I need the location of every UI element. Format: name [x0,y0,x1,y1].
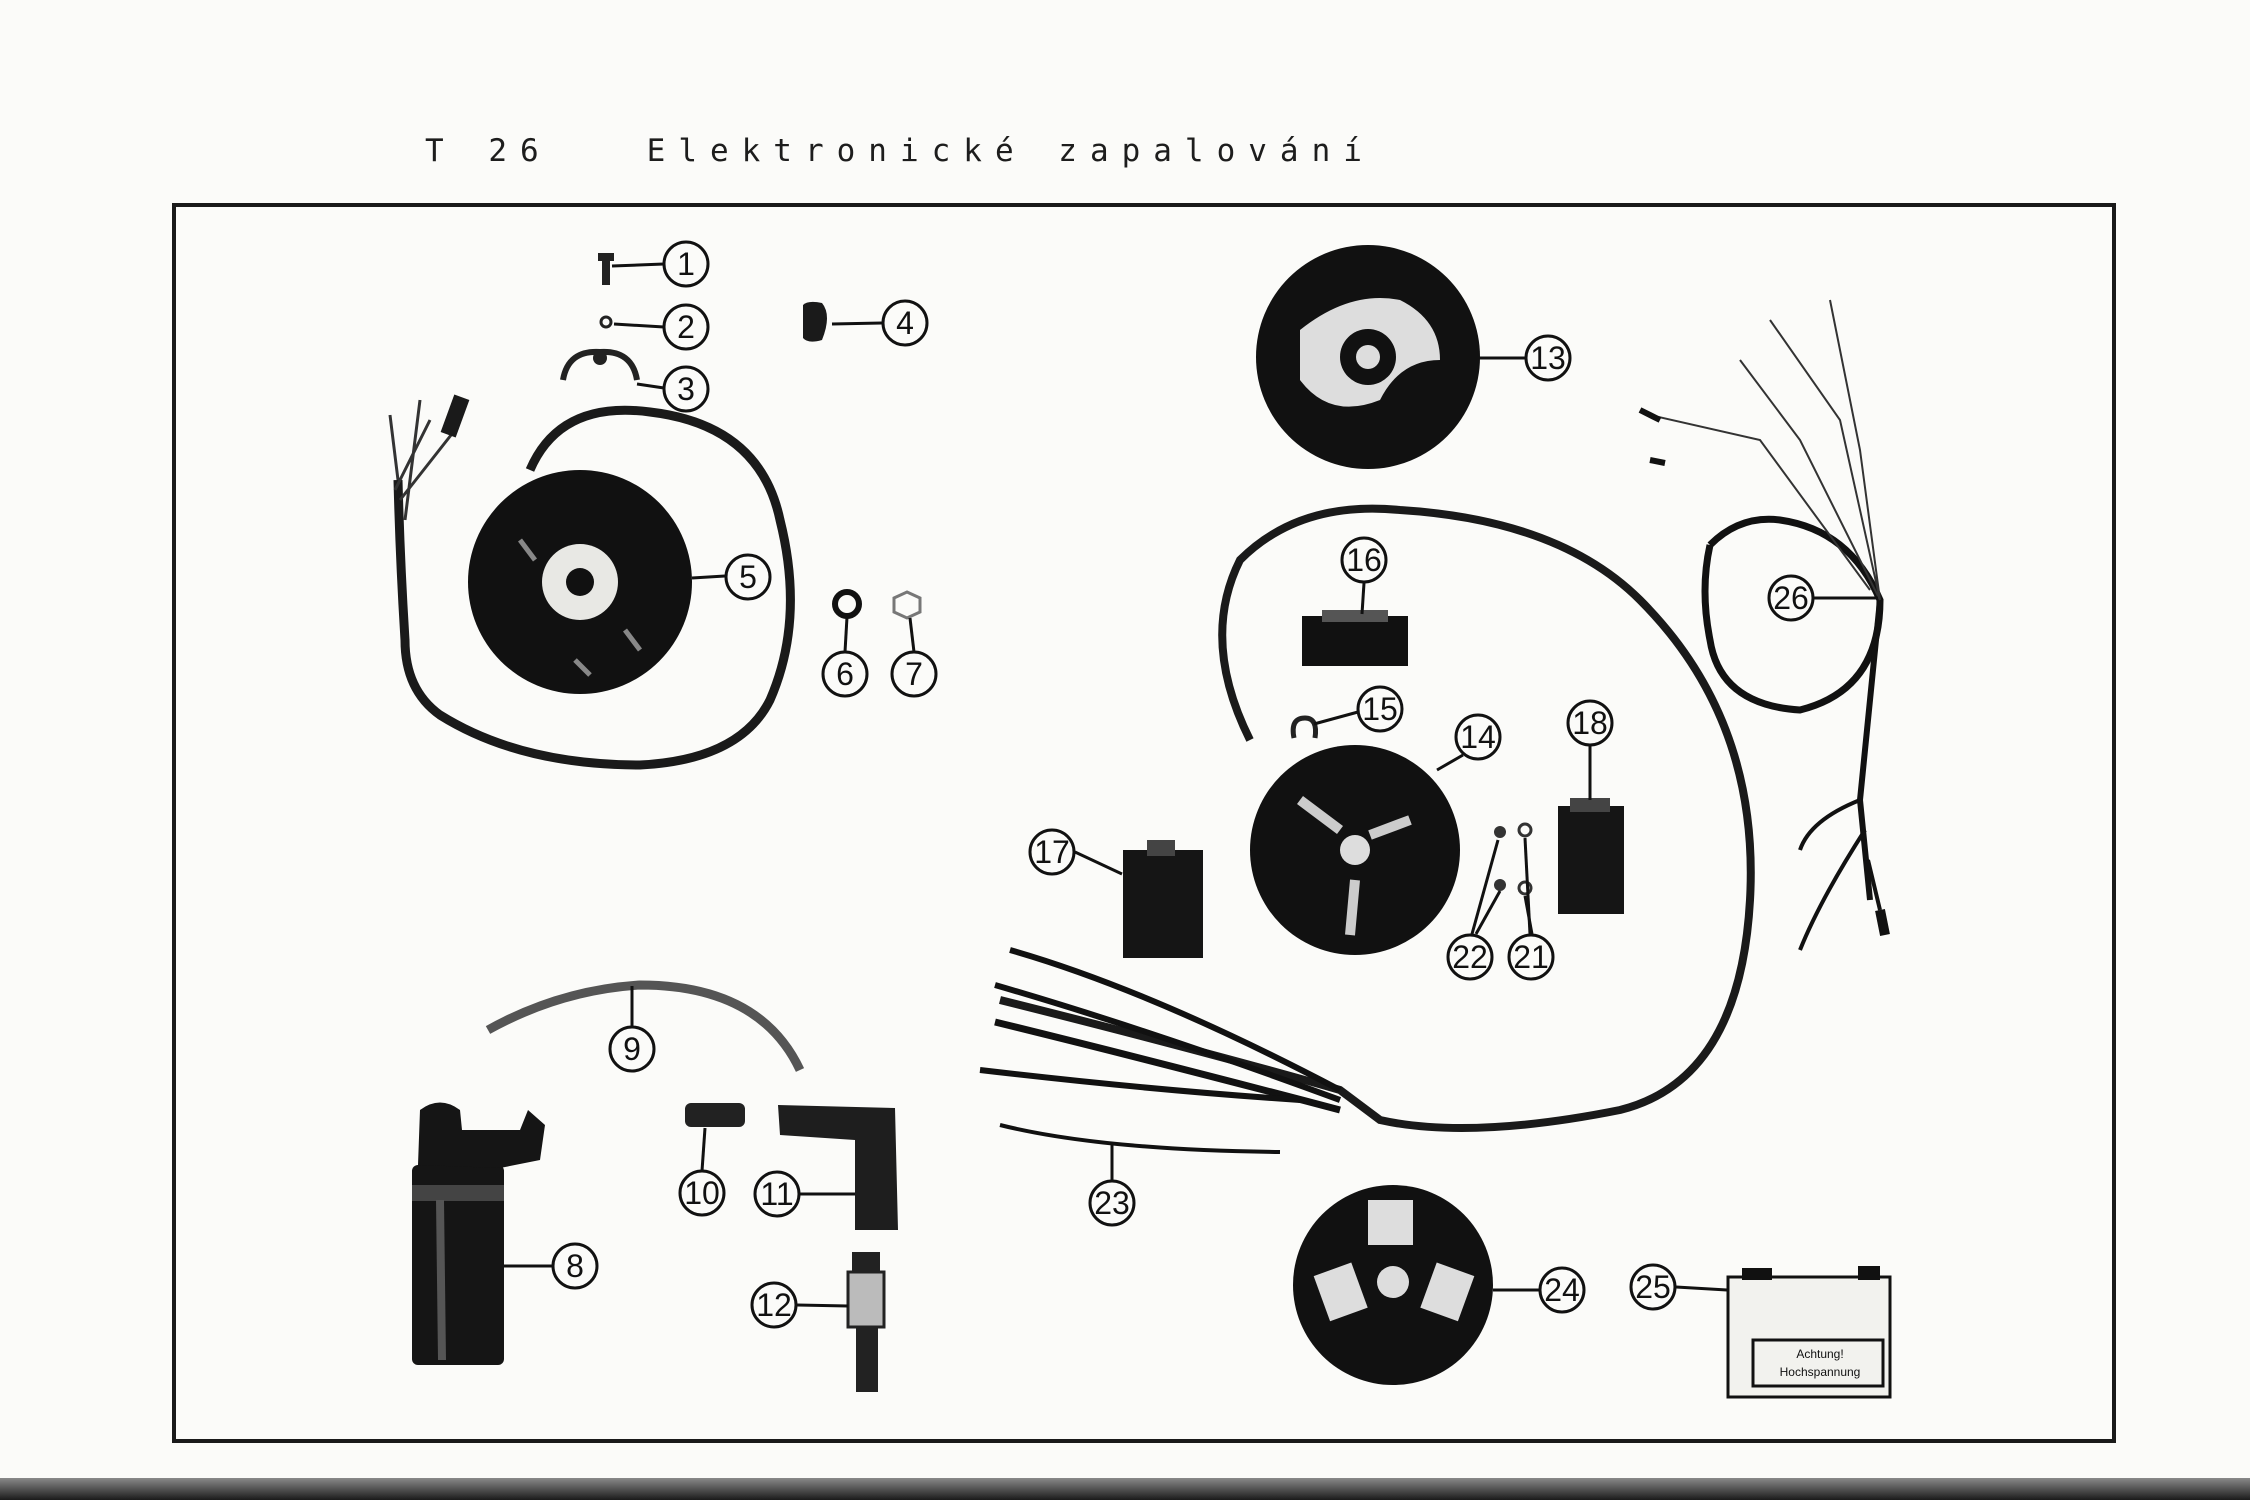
callout-8: 8 [504,1242,599,1290]
svg-text:24: 24 [1544,1272,1580,1308]
svg-text:16: 16 [1346,542,1382,578]
plug-cap-11-drawing [778,1105,898,1230]
plug-cap-10-drawing [685,1103,745,1127]
callout-9: 9 [608,986,656,1073]
callout-3: 3 [636,365,710,413]
callout-22: 22 [1446,839,1502,981]
svg-text:1: 1 [677,246,695,282]
svg-text:6: 6 [836,656,854,692]
svg-text:10: 10 [684,1175,720,1211]
page-title: T 26 Elektronické zapalování [425,133,1375,169]
svg-text:17: 17 [1034,834,1070,870]
callout-11: 11 [753,1170,855,1218]
svg-text:15: 15 [1362,691,1398,727]
callout-21: 21 [1507,837,1555,981]
page-bottom-edge [0,1478,2250,1500]
coil-16-drawing [1302,610,1408,666]
module-warning-line1: Achtung! [1796,1347,1843,1361]
svg-text:5: 5 [739,559,757,595]
callout-6: 6 [821,616,869,698]
svg-text:11: 11 [760,1176,793,1212]
wire-23-drawing [999,1123,1281,1154]
coil-17-drawing [1123,840,1203,958]
callout-1: 1 [611,240,710,288]
hv-cable-9-drawing [485,980,805,1072]
svg-text:23: 23 [1094,1185,1130,1221]
svg-text:13: 13 [1530,340,1566,376]
svg-text:18: 18 [1572,705,1608,741]
wires-harness-drawing [979,947,1342,1114]
diagram-frame [172,203,2116,1443]
callout-15: 15 [1313,685,1404,733]
svg-text:25: 25 [1635,1269,1671,1305]
page-code: T 26 [425,133,552,169]
clamp-3-drawing [560,348,640,381]
screw-1-drawing [598,253,614,285]
callout-12: 12 [750,1281,849,1329]
clip-15-drawing [1290,715,1318,739]
svg-text:7: 7 [905,656,923,692]
module-warning-line2: Hochspannung [1780,1365,1861,1379]
svg-text:22: 22 [1452,939,1488,975]
callout-4: 4 [831,299,929,347]
svg-text:9: 9 [623,1031,641,1067]
stator-24-drawing [1293,1185,1493,1385]
svg-text:8: 8 [566,1248,584,1284]
svg-text:14: 14 [1460,719,1496,755]
svg-text:3: 3 [677,371,695,407]
callout-25: 25 [1629,1263,1728,1311]
callout-13: 13 [1478,334,1572,382]
svg-text:12: 12 [756,1287,792,1323]
callout-24: 24 [1493,1266,1586,1314]
svg-text:21: 21 [1513,939,1549,975]
svg-text:2: 2 [677,309,695,345]
rotor-13-drawing [1256,245,1480,469]
callout-23: 23 [1088,1145,1136,1227]
spark-plug-12-drawing [846,1252,886,1392]
callout-14: 14 [1436,713,1502,772]
callout-17: 17 [1028,828,1123,876]
callout-18: 18 [1566,699,1614,800]
svg-text:4: 4 [896,305,914,341]
page-heading: Elektronické zapalování [646,133,1375,169]
callout-10: 10 [678,1127,726,1217]
callout-2: 2 [613,303,710,351]
flywheel-5-drawing [388,394,795,770]
washer-6-drawing [832,589,862,619]
callout-16: 16 [1340,536,1388,615]
coil-18-drawing [1558,798,1624,914]
nut-7-drawing [892,590,922,620]
module-25-drawing: Achtung! Hochspannung [1726,1266,1892,1399]
callout-7: 7 [890,617,938,698]
stator-14-drawing [999,504,1755,1132]
callout-26: 26 [1767,574,1878,622]
coil-8-drawing [412,1102,545,1365]
svg-text:26: 26 [1773,580,1809,616]
harness-26-drawing [1638,299,1890,951]
callout-5: 5 [691,553,772,601]
washer-2-drawing [599,315,613,329]
cap-4-drawing [803,301,827,342]
screws-21-22-drawing [1494,822,1533,896]
